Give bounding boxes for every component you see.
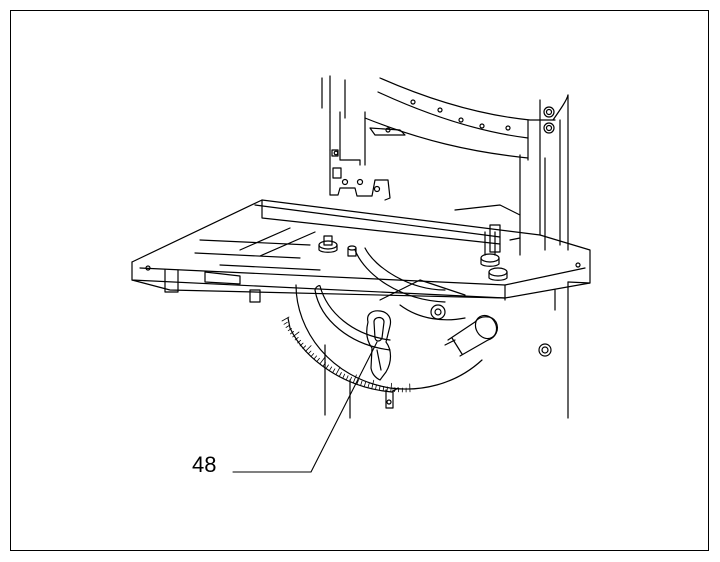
- tilt-knob: [447, 314, 499, 357]
- scale-tick: [342, 373, 346, 379]
- scale-tick: [382, 385, 385, 391]
- scale-tick: [285, 324, 290, 328]
- scale-tick: [299, 342, 304, 347]
- scale-tick: [346, 375, 349, 380]
- scale-tick: [289, 331, 295, 335]
- callout-leader-line: [232, 341, 378, 473]
- scale-tick: [349, 376, 352, 382]
- scale-tick: [375, 384, 377, 390]
- scale-tick: [356, 379, 359, 385]
- scale-tick: [378, 385, 381, 391]
- scale-tick: [390, 382, 393, 392]
- scale-tick: [353, 374, 357, 383]
- scale-tick: [302, 345, 307, 350]
- upper-blade-guide: [321, 75, 406, 201]
- scale-tick: [281, 316, 290, 322]
- scale-tick: [325, 364, 329, 369]
- scale-tick: [335, 366, 341, 375]
- figure-frame: [10, 10, 709, 551]
- scale-tick: [316, 357, 320, 362]
- scale-tick: [322, 362, 326, 367]
- scale-tick: [371, 379, 375, 389]
- scale-tick: [294, 336, 299, 341]
- scale-tick: [367, 382, 370, 388]
- scale-tick: [310, 353, 315, 357]
- table-lock-knobs: [318, 231, 508, 281]
- frame-screw-holes: [410, 99, 555, 357]
- scale-tick: [307, 350, 312, 355]
- saw-frame-column: [324, 77, 569, 419]
- scale-ticks: [281, 316, 411, 393]
- saw-table: [131, 199, 591, 303]
- scale-tick: [332, 368, 336, 373]
- scale-tick: [386, 386, 388, 392]
- scale-tick: [363, 381, 367, 387]
- scale-tick: [360, 380, 363, 386]
- scale-tick: [287, 328, 292, 332]
- tilt-locking-lever: [366, 310, 392, 381]
- tilt-scale-quadrant: [287, 247, 483, 409]
- scale-tick: [292, 331, 300, 338]
- scale-tick: [339, 372, 342, 377]
- callout-label-48: 48: [192, 452, 217, 477]
- scale-tick: [297, 339, 302, 344]
- scale-tick: [305, 345, 312, 352]
- scale-tick: [283, 321, 288, 325]
- scale-tick: [329, 366, 333, 371]
- scale-tick: [313, 355, 318, 360]
- scale-tick: [319, 356, 326, 365]
